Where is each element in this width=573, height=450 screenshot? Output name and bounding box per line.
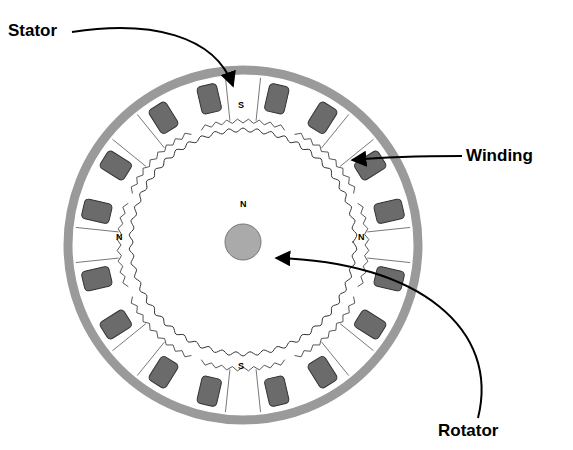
leader-line bbox=[72, 28, 233, 86]
rotor-teeth bbox=[129, 128, 357, 356]
pole-letter: N bbox=[358, 233, 365, 242]
pole-letter: S bbox=[238, 362, 244, 371]
part-label: Rotator bbox=[438, 422, 498, 439]
pole-letter: N bbox=[240, 200, 247, 209]
rotor-shaft bbox=[225, 224, 261, 260]
pole-letter: N bbox=[116, 233, 123, 242]
pole-letter: S bbox=[238, 101, 244, 110]
stator-poles bbox=[76, 78, 410, 412]
part-label: Stator bbox=[8, 22, 57, 39]
part-label: Winding bbox=[466, 147, 533, 164]
leader-line bbox=[352, 156, 462, 160]
stator-housing bbox=[68, 70, 418, 420]
windings bbox=[81, 83, 405, 407]
leader-line bbox=[276, 258, 482, 418]
